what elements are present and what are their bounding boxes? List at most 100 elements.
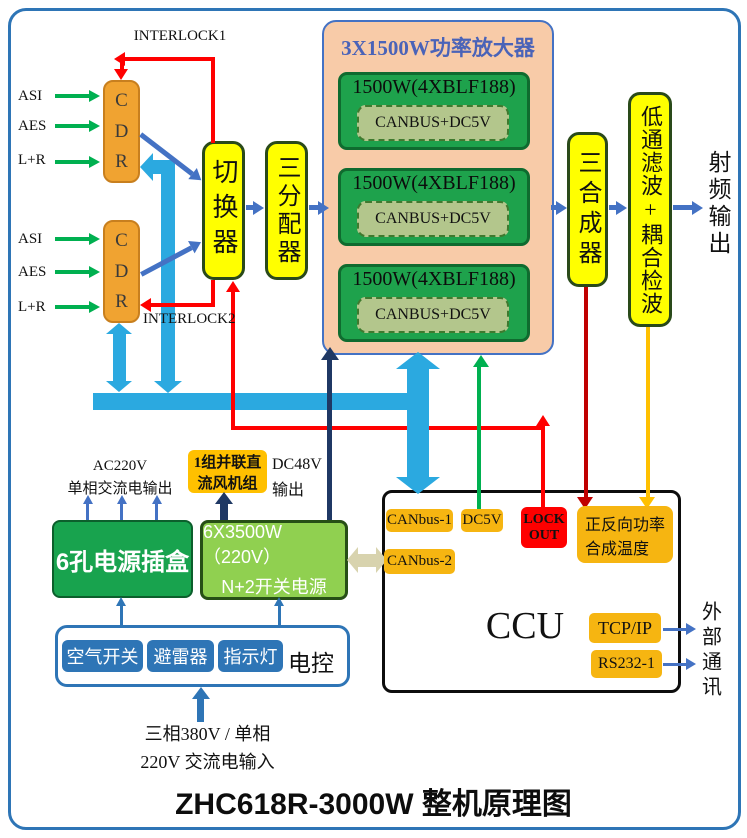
filter-sense-line	[646, 327, 650, 499]
lockout-arrowhead-up-switcher	[226, 281, 240, 292]
control-label: 电控	[288, 651, 334, 676]
cyan-bus	[93, 393, 415, 410]
interlock2-line-v	[211, 280, 215, 307]
interlock1-line-h	[124, 57, 215, 61]
lockout-line1: LOCK	[523, 511, 565, 527]
pa-unit-2: 1500W(4XBLF188) CANBUS+DC5V	[338, 168, 530, 246]
mains-input-label: 三相380V / 单相 220V 交流电输入	[125, 720, 290, 774]
arrow-asi2-shaft	[55, 237, 91, 241]
mains-arrow-shaft	[197, 698, 204, 722]
pa-unit-3: 1500W(4XBLF188) CANBUS+DC5V	[338, 264, 530, 342]
dc48-line2: 输出	[272, 482, 305, 499]
lockout-line-h	[231, 426, 545, 430]
cyan-elbow-vertical	[161, 160, 175, 385]
power-temp-line2: 合成温度	[585, 540, 650, 558]
ac-arrow1-shaft	[86, 503, 89, 520]
pa-unit-3-sub: CANBUS+DC5V	[357, 297, 509, 333]
rs232-tag: RS232-1	[591, 650, 662, 678]
dc48-line1: DC48V	[272, 456, 322, 473]
cyan-elbow-arrowhead-down	[154, 381, 182, 393]
mains-line1: 三相380V / 单相	[144, 724, 271, 744]
interlock2-arrowhead-left	[140, 298, 151, 312]
tcpip-tag: TCP/IP	[589, 613, 661, 643]
fan-unit-box: 1组并联直 流风机组	[188, 450, 267, 493]
arrester-label: 避雷器	[153, 647, 208, 667]
interlock2-line-h	[150, 303, 215, 307]
page-title: ZHC618R-3000W 整机原理图	[175, 788, 572, 821]
arrow-combiner-filter-head	[616, 201, 627, 215]
fan-arrow-shaft	[220, 503, 228, 520]
cyan-cdr2-arrowhead-up	[106, 323, 132, 334]
combiner-box: 三合成器	[567, 132, 608, 287]
combiner-label: 三合成器	[574, 149, 600, 270]
tcpip-label: TCP/IP	[597, 617, 653, 638]
indicator-box: 指示灯	[218, 640, 283, 672]
pa-unit-2-label: 1500W(4XBLF188)	[352, 172, 516, 194]
arrow-combiner-filter-shaft	[609, 205, 617, 210]
indicator-label: 指示灯	[223, 647, 278, 667]
power-socket-box: 6孔电源插盒	[52, 520, 193, 598]
cdr2-d: D	[114, 260, 129, 282]
psu-ccu-shaft	[357, 554, 377, 567]
arrow-switcher-splitter-shaft	[246, 205, 254, 210]
input1-aes-label: AES	[18, 118, 47, 134]
cyan-cdr2-arrowhead-down	[106, 381, 132, 392]
power-temp-line1: 正反向功率	[585, 516, 666, 534]
arrow-lr2-head	[89, 301, 100, 313]
dc48-line-v	[327, 359, 332, 520]
filter-label: 低通滤波+耦合检波	[638, 104, 663, 315]
arrow-amp-combiner-head	[556, 201, 567, 215]
input1-lr-label: L+R	[18, 152, 46, 168]
cyan-amp-ccu-arrowhead-down	[396, 477, 440, 494]
input2-aes-label: AES	[18, 264, 47, 280]
lockout-line-v1	[231, 291, 235, 428]
interlock1-label: INTERLOCK1	[133, 28, 227, 44]
splitter-label: 三分配器	[273, 154, 299, 267]
ac-arrow3-head	[152, 495, 162, 504]
cyan-elbow-arrowhead-left	[140, 153, 153, 181]
arrow-aes1-head	[89, 120, 100, 132]
ac-arrow2-shaft	[120, 503, 123, 520]
control-socket-arrow-shaft	[120, 605, 123, 625]
psu-line2: N+2开关电源	[221, 576, 327, 597]
rs232-label: RS232-1	[598, 655, 655, 672]
arrow-rf-output-shaft	[673, 205, 693, 210]
fan-arrowhead-up	[215, 492, 233, 504]
power-temp-tag: 正反向功率 合成温度	[577, 506, 673, 563]
pa-unit-3-label: 1500W(4XBLF188)	[352, 268, 516, 290]
mains-line2: 220V 交流电输入	[140, 752, 275, 772]
cdr-box-2: C D R	[103, 220, 140, 323]
ac-output-line1: AC220V	[92, 458, 148, 474]
ac-output-label: AC220V 单相交流电输出	[45, 458, 195, 498]
psu-ccu-arrowhead-left	[347, 547, 358, 573]
control-socket-arrow-head	[116, 597, 126, 606]
arrow-lr2-shaft	[55, 305, 91, 309]
input2-lr-label: L+R	[18, 299, 46, 315]
amplifier-title: 3X1500W功率放大器	[341, 36, 535, 60]
cyan-amp-ccu-shaft	[407, 368, 429, 479]
fan-line2: 流风机组	[197, 475, 258, 492]
interlock1-drop	[120, 59, 124, 70]
arrow-lr1-head	[89, 156, 100, 168]
cyan-amp-ccu-arrowhead-up	[396, 352, 440, 369]
lockout-tag: LOCK OUT	[521, 507, 567, 548]
pa-unit-1-label: 1500W(4XBLF188)	[352, 76, 516, 98]
air-switch-label: 空气开关	[66, 647, 139, 667]
interlock1-arrowhead-down	[114, 69, 128, 80]
psu-ccu-arrowhead-right	[376, 547, 387, 573]
input2-asi-label: ASI	[18, 231, 43, 247]
lockout-line2: OUT	[528, 527, 560, 543]
dc48-label: DC48V 输出	[272, 456, 332, 500]
ac-output-line2: 单相交流电输出	[67, 481, 173, 497]
arrow-aes2-head	[89, 266, 100, 278]
combiner-sense-line	[584, 287, 588, 499]
power-socket-label: 6孔电源插盒	[55, 548, 190, 576]
ac-arrow2-head	[117, 495, 127, 504]
cyan-cdr2-shaft	[113, 333, 126, 382]
arrow-aes2-shaft	[55, 270, 91, 274]
canbus2-tag: CANbus-2	[384, 549, 455, 574]
rs232-arrow-shaft	[663, 663, 687, 666]
splitter-box: 三分配器	[265, 141, 308, 280]
dc48-arrowhead-up	[321, 347, 339, 360]
